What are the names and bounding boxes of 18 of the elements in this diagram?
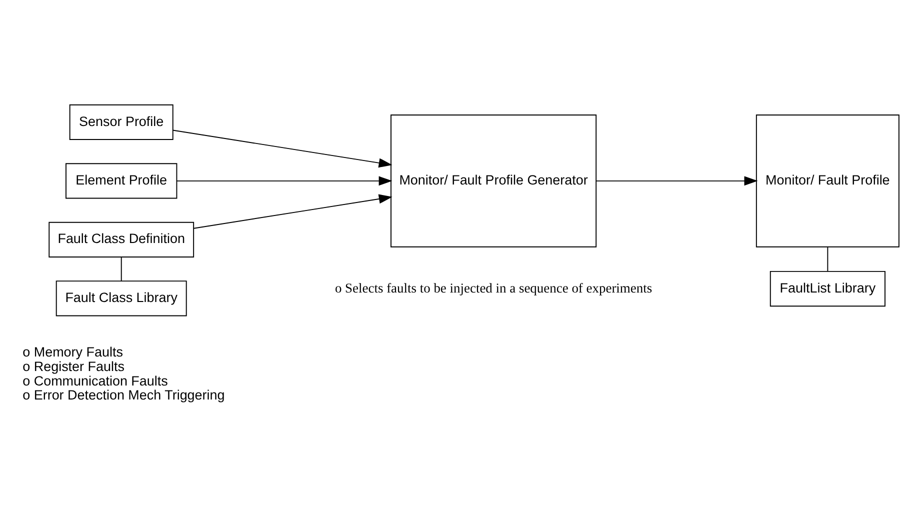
- node-box: Monitor/ Fault Profile: [756, 114, 900, 247]
- node-box: Element Profile: [66, 162, 178, 198]
- connector: [827, 246, 828, 272]
- label: o Communication Faults: [22, 372, 168, 388]
- node-box: Fault Class Library: [56, 280, 187, 316]
- arrow: [172, 129, 392, 168]
- label: o Error Detection Mech Triggering: [22, 387, 225, 402]
- connector: [120, 256, 122, 281]
- node-box: FaultList Library: [770, 270, 886, 306]
- arrow: [596, 176, 758, 186]
- arrow: [176, 176, 392, 186]
- node-box: Fault Class Definition: [48, 221, 194, 257]
- node-box: Sensor Profile: [69, 104, 174, 140]
- label: o Memory Faults: [22, 344, 123, 359]
- label: o Register Faults: [22, 358, 124, 374]
- arrow: [193, 194, 392, 228]
- label: o Selects faults to be injected in a sequence of experiments: [334, 280, 652, 295]
- node-box: Monitor/ Fault Profile Generator: [390, 114, 597, 247]
